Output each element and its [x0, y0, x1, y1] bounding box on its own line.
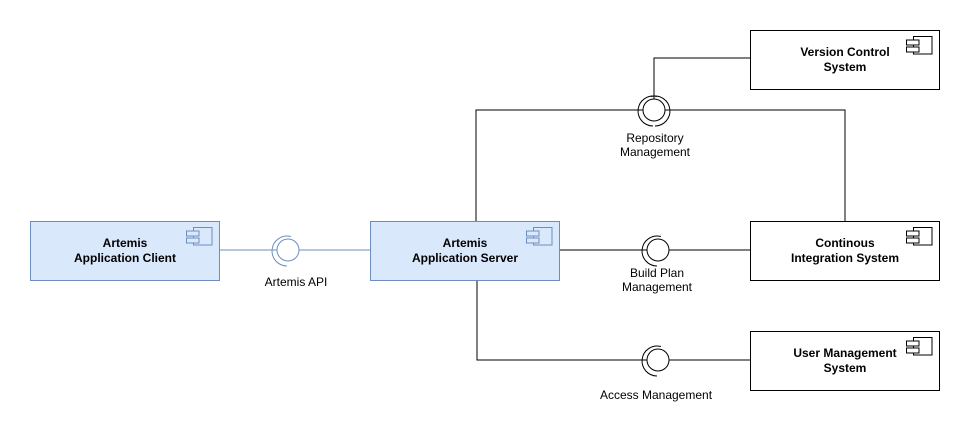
interface-label-access-management: Access Management: [599, 388, 713, 402]
connector-repository-vcs: [653, 57, 750, 99]
interface-ball-icon: [646, 238, 670, 262]
component-continous-integration-system: Continous Integration System: [750, 221, 940, 281]
interface-ball-icon: [276, 238, 300, 262]
component-label: User Management System: [793, 346, 897, 375]
interface-ball-socket-build-plan-management: [641, 235, 670, 267]
uml-component-icon: [906, 337, 933, 356]
interface-socket-icon: [641, 345, 662, 377]
interface-label-repository-management: Repository Management: [619, 131, 691, 160]
interface-socket-icon: [650, 95, 671, 127]
interface-socket-icon: [637, 95, 658, 127]
interface-ball-socket-artemis-api: [271, 235, 300, 267]
uml-component-icon: [906, 36, 933, 55]
connector-server-access-ums: [476, 281, 750, 361]
interface-ball-socket-access-management: [641, 345, 670, 377]
component-artemis-application-server: Artemis Application Server: [370, 221, 560, 281]
uml-component-icon: [526, 227, 553, 246]
interface-label-artemis-api: Artemis API: [264, 275, 328, 289]
interface-label-build-plan-management: Build Plan Management: [621, 266, 693, 295]
component-artemis-application-client: Artemis Application Client: [30, 221, 220, 281]
component-label: Artemis Application Client: [74, 236, 176, 265]
component-label: Artemis Application Server: [411, 236, 519, 265]
component-label: Version Control System: [800, 45, 890, 74]
component-label: Continous Integration System: [790, 236, 900, 265]
uml-component-icon: [906, 227, 933, 246]
connector-server-repository-left: [475, 109, 648, 221]
component-version-control-system: Version Control System: [750, 30, 940, 90]
connector-repository-cis: [660, 109, 846, 221]
interface-ball-socket-repository-management: [637, 95, 671, 127]
interface-ball-icon: [642, 98, 666, 122]
interface-socket-icon: [641, 235, 662, 267]
uml-component-icon: [186, 227, 213, 246]
interface-ball-icon: [646, 348, 670, 372]
component-user-management-system: User Management System: [750, 331, 940, 391]
interface-socket-icon: [271, 235, 292, 267]
